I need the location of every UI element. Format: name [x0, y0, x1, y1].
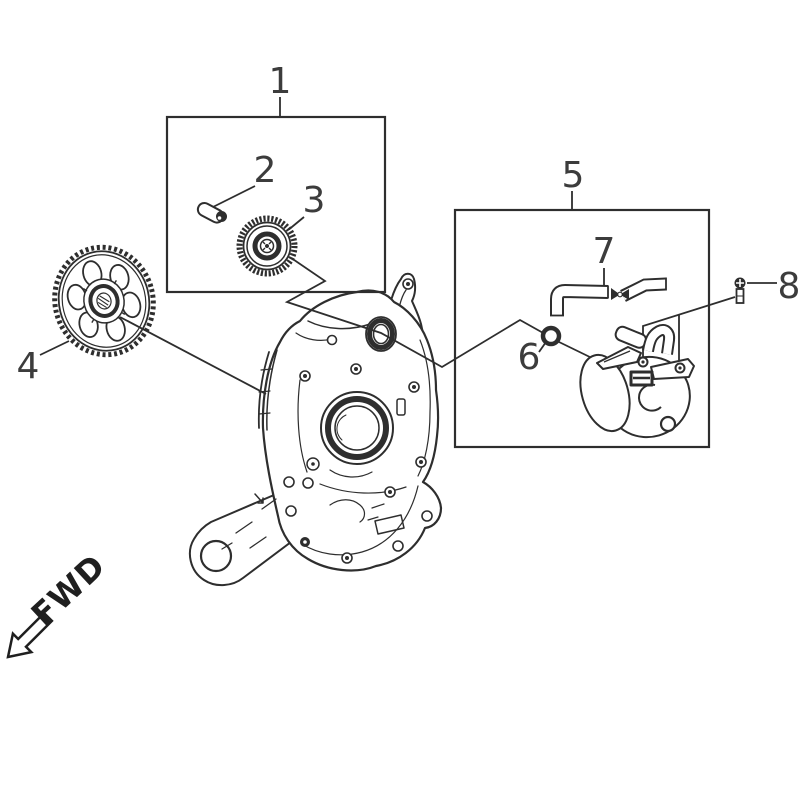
- gear-4-leader: [119, 316, 267, 395]
- callout-8: 8: [778, 266, 800, 307]
- callout-5: 5: [562, 155, 585, 196]
- callout-2-leader: [206, 185, 256, 211]
- part-group-box-5: [453, 208, 711, 449]
- fwd-marker: FWD: [6, 546, 113, 659]
- fwd-label: FWD: [24, 546, 113, 633]
- water-pump-part: [579, 324, 695, 439]
- callout-1: 1: [269, 61, 292, 102]
- driven-gear-part: [52, 244, 156, 358]
- callout-3: 3: [303, 180, 326, 221]
- hose-part: [550, 277, 667, 317]
- gear-to-pump-zigzag-leader: [280, 250, 546, 369]
- bolt-part: [734, 277, 746, 304]
- callout-7: 7: [593, 231, 616, 272]
- callout-2: 2: [254, 150, 277, 191]
- pin-part: [196, 201, 227, 224]
- crankcase-bolt-holes: [283, 278, 433, 564]
- part-group-box-1: [165, 115, 387, 294]
- callout-6: 6: [518, 337, 541, 378]
- fwd-arrow-icon: [6, 611, 54, 659]
- hose-clamp: [611, 288, 629, 300]
- o-ring-part: [540, 325, 562, 347]
- crankcase-part: [188, 272, 443, 586]
- callout-4-leader: [39, 340, 70, 356]
- callout-4: 4: [17, 346, 40, 387]
- drive-gear-part: [236, 215, 298, 277]
